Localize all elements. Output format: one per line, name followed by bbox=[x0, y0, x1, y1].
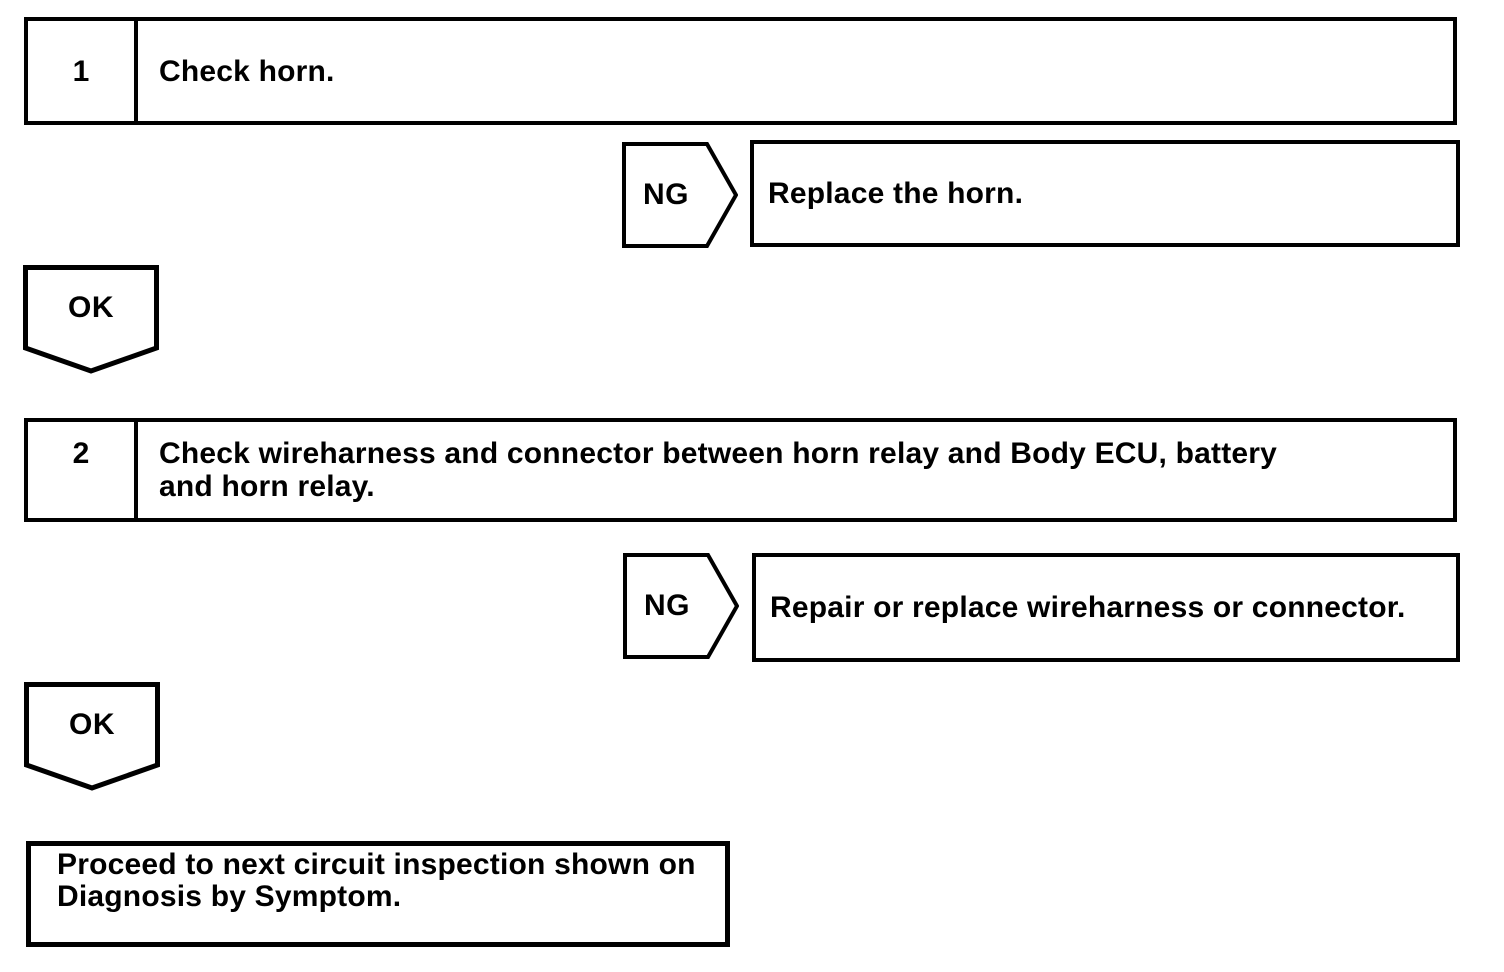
ng-arrow-2: NG bbox=[623, 553, 739, 659]
step-2-instruction-cell: Check wireharness and connector between … bbox=[138, 422, 1453, 518]
end-instruction-box: Proceed to next circuit inspection shown… bbox=[26, 841, 730, 947]
ng-result-2-text: Repair or replace wireharness or connect… bbox=[770, 590, 1406, 624]
ok-label-2: OK bbox=[69, 707, 115, 741]
step-1-number-cell: 1 bbox=[28, 21, 138, 121]
ng-pentagon-shape bbox=[623, 553, 739, 659]
step-1-box: 1 Check horn. bbox=[24, 17, 1457, 125]
step-1-number: 1 bbox=[72, 54, 90, 88]
ng-result-1-box: Replace the horn. bbox=[750, 140, 1460, 247]
ng-result-1-text: Replace the horn. bbox=[768, 176, 1024, 210]
step-2-box: 2 Check wireharness and connector betwee… bbox=[24, 418, 1457, 522]
ok-arrow-2: OK bbox=[24, 682, 160, 792]
ok-pentagon-shape bbox=[24, 682, 160, 791]
step-2-instruction: Check wireharness and connector between … bbox=[159, 437, 1278, 503]
step-1-instruction: Check horn. bbox=[159, 54, 335, 88]
ok-pentagon-shape bbox=[23, 265, 159, 374]
ok-arrow-1: OK bbox=[23, 265, 159, 375]
ng-result-2-box: Repair or replace wireharness or connect… bbox=[752, 553, 1460, 662]
ng-pentagon-shape bbox=[622, 142, 738, 248]
ng-label-1: NG bbox=[643, 178, 689, 211]
ng-label-2: NG bbox=[644, 589, 690, 622]
step-2-number: 2 bbox=[72, 437, 90, 470]
ok-label-1: OK bbox=[68, 290, 114, 324]
step-1-instruction-cell: Check horn. bbox=[138, 21, 1453, 121]
step-2-number-cell: 2 bbox=[28, 422, 138, 518]
ng-arrow-1: NG bbox=[622, 142, 738, 248]
